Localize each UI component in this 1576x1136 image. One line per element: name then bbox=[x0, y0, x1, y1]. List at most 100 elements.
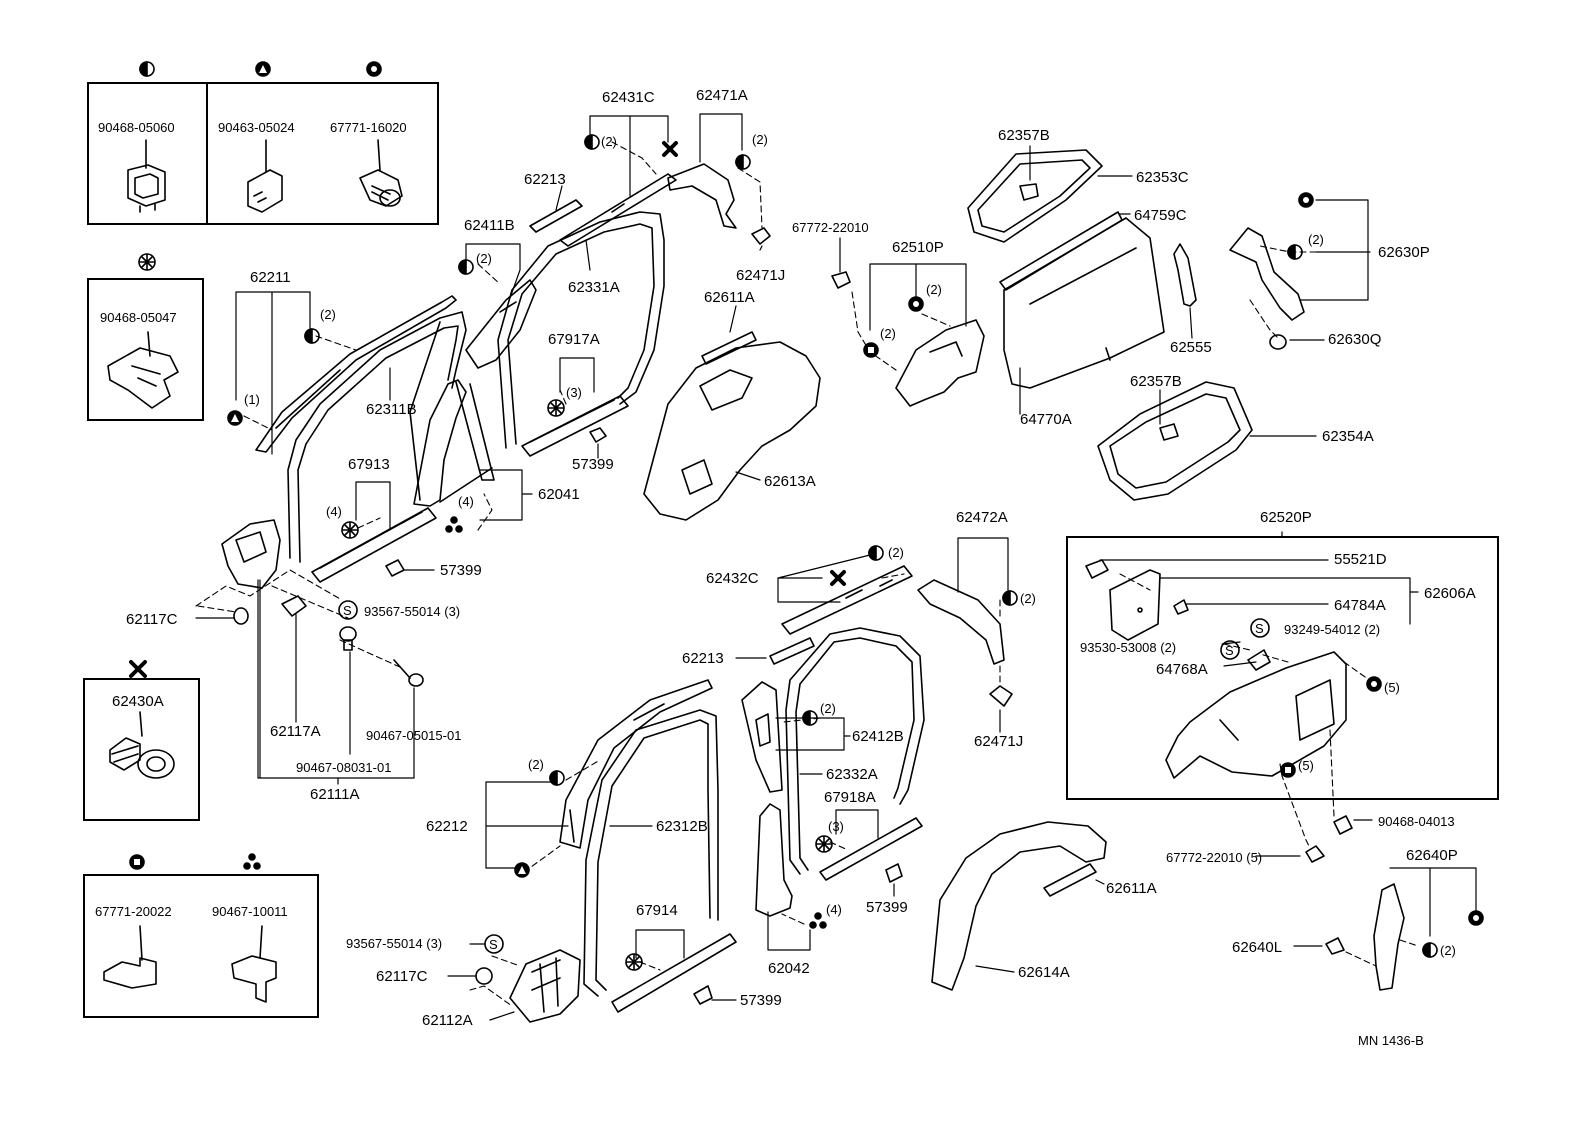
part-label: 93530-53008 (2) bbox=[1080, 640, 1177, 655]
part-label: 62041 bbox=[538, 486, 580, 503]
qty-label: (2) bbox=[1020, 591, 1036, 606]
qty-label: (4) bbox=[458, 494, 474, 509]
half-circle-symbol bbox=[304, 328, 320, 344]
half-circle-symbol bbox=[1002, 590, 1018, 606]
ring-symbol bbox=[1298, 192, 1314, 208]
part-label: 62212 bbox=[426, 818, 468, 835]
qty-label: (2) bbox=[601, 134, 617, 149]
clip-90463-05024-drawing bbox=[247, 139, 283, 213]
triangle-circle-symbol bbox=[227, 410, 243, 426]
part-label: 62630Q bbox=[1328, 331, 1382, 348]
part-label: 67918A bbox=[824, 789, 876, 806]
centerpillar-62041-drawing bbox=[413, 379, 495, 507]
part-label: 62471J bbox=[974, 733, 1024, 750]
scuff-62431c-drawing bbox=[559, 173, 677, 247]
clip-67771-16020-drawing bbox=[359, 139, 403, 207]
clip-62640l-drawing bbox=[1325, 937, 1345, 955]
part-label: 62606A bbox=[1424, 585, 1476, 602]
clip-67772-22010-bot-drawing bbox=[1305, 845, 1325, 863]
legend-cell bbox=[85, 876, 202, 1016]
part-label: 90467-05015-01 bbox=[366, 728, 462, 743]
plug-62471j-top-drawing bbox=[751, 227, 771, 245]
part-label: 62213 bbox=[524, 171, 566, 188]
qty-label: (2) bbox=[1308, 232, 1324, 247]
part-label: 67772-22010 (5) bbox=[1166, 850, 1263, 865]
half-circle-symbol bbox=[802, 710, 818, 726]
dashed-leaders bbox=[195, 141, 1419, 1007]
part-label: 93567-55014 (3) bbox=[364, 604, 461, 619]
half-circle-symbol bbox=[1422, 942, 1438, 958]
fastener-legend-box-1 bbox=[87, 82, 439, 225]
liner-62614a-drawing bbox=[931, 821, 1107, 991]
qty-label: (3) bbox=[566, 385, 582, 400]
qty-label: (4) bbox=[826, 902, 842, 917]
part-label: 62332A bbox=[826, 766, 878, 783]
part-label: 62312B bbox=[656, 818, 708, 835]
qty-label: (3) bbox=[828, 819, 844, 834]
diagram-code: MN 1436-B bbox=[1358, 1033, 1424, 1048]
qty-label: (2) bbox=[820, 701, 836, 716]
half-circle-symbol bbox=[458, 259, 474, 275]
ring-symbol bbox=[908, 296, 924, 312]
part-label: 55521D bbox=[1334, 551, 1387, 568]
part-label: 62431C bbox=[602, 89, 655, 106]
legend-code: 90468-05060 bbox=[98, 120, 175, 135]
part-label: 62042 bbox=[768, 960, 810, 977]
half-circle-symbol bbox=[584, 134, 600, 150]
qty-label: (4) bbox=[326, 504, 342, 519]
qty-label: (2) bbox=[880, 326, 896, 341]
asterisk-symbol bbox=[815, 835, 833, 853]
garnish-62213-bot-drawing bbox=[769, 637, 815, 665]
clip-90468-04013-drawing bbox=[1333, 815, 1353, 835]
qty-label: (2) bbox=[476, 251, 492, 266]
half-circle-symbol bbox=[139, 61, 155, 77]
screw-90467-05015-drawing bbox=[393, 659, 424, 687]
part-label: 62630P bbox=[1378, 244, 1430, 261]
part-label: 62357B bbox=[1130, 373, 1182, 390]
part-label: 67772-22010 bbox=[792, 220, 869, 235]
svg-text:S: S bbox=[1225, 643, 1234, 658]
three-dot-symbol bbox=[445, 516, 463, 533]
legend-cell bbox=[89, 84, 208, 223]
half-circle-symbol bbox=[868, 545, 884, 561]
triangle-circle-symbol bbox=[514, 862, 530, 878]
half-circle-symbol bbox=[549, 770, 565, 786]
trim-62510p-drawing bbox=[895, 319, 985, 407]
part-label: 62471J bbox=[736, 267, 786, 284]
part-label: 64759C bbox=[1134, 207, 1187, 224]
pillar-62472a-drawing bbox=[917, 579, 1005, 665]
clip-62117c-top-drawing bbox=[233, 607, 249, 625]
clip-62117a-drawing bbox=[281, 595, 307, 617]
part-label: 57399 bbox=[572, 456, 614, 473]
kickpanel-62112a-drawing bbox=[509, 949, 581, 1023]
part-label: 62640L bbox=[1232, 939, 1283, 956]
part-label: 62111A bbox=[310, 786, 360, 803]
part-label: 62611A bbox=[704, 289, 755, 306]
clip-90467-10011-drawing bbox=[231, 925, 277, 1003]
qty-label: (2) bbox=[1440, 943, 1456, 958]
asterisk-symbol bbox=[341, 521, 359, 539]
garnish-62611a-top-drawing bbox=[701, 331, 757, 365]
asterisk-symbol bbox=[625, 953, 643, 971]
part-label: 62353C bbox=[1136, 169, 1189, 186]
ring-symbol bbox=[1468, 910, 1484, 926]
clip-57399-d-drawing bbox=[693, 985, 713, 1005]
part-label: 62311B bbox=[366, 401, 417, 418]
part-label: 93567-55014 (3) bbox=[346, 936, 443, 951]
part-label: 90468-04013 bbox=[1378, 814, 1455, 829]
part-label: 62117A bbox=[270, 723, 321, 740]
svg-text:S: S bbox=[343, 603, 352, 618]
part-label: 64768A bbox=[1156, 661, 1208, 678]
trim-62630p-drawing bbox=[1229, 227, 1305, 321]
scuffplate-67917a-drawing bbox=[521, 395, 629, 457]
part-label: 90467-08031-01 bbox=[296, 760, 392, 775]
part-label: 62213 bbox=[682, 650, 724, 667]
part-label: 62331A bbox=[568, 279, 620, 296]
s-screw-symbol: S bbox=[338, 600, 358, 620]
retainer-55521d-drawing bbox=[1085, 559, 1109, 579]
garnish-62611a-bot-drawing bbox=[1043, 863, 1097, 897]
clip-67771-20022-drawing bbox=[103, 925, 157, 989]
part-label: 62117C bbox=[126, 611, 178, 628]
clip-90468-05060-drawing bbox=[127, 139, 166, 213]
scuff-62432c-drawing bbox=[781, 565, 913, 635]
